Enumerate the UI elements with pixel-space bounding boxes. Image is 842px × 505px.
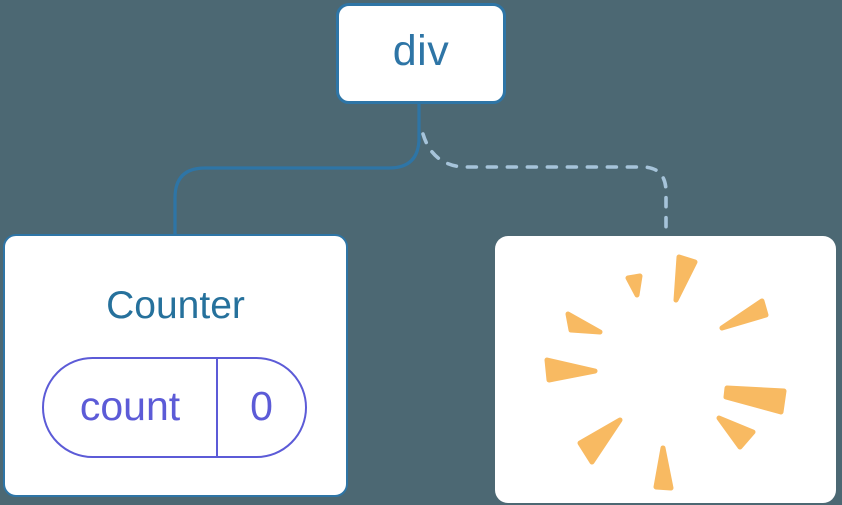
state-value: 0 bbox=[250, 383, 273, 429]
poof-spark bbox=[653, 445, 674, 491]
tree-node-removed bbox=[495, 236, 836, 503]
poof-spark bbox=[723, 385, 787, 415]
state-pill: count 0 bbox=[42, 357, 307, 458]
poof-burst-icon bbox=[544, 254, 787, 491]
poof-spark bbox=[544, 357, 598, 383]
tree-node-counter: Counter count 0 bbox=[3, 234, 348, 497]
div-node-label: div bbox=[392, 27, 450, 75]
poof-spark bbox=[716, 415, 756, 450]
poof-spark bbox=[625, 273, 643, 298]
poof-spark bbox=[719, 298, 769, 331]
edge-dashed-to-removed-node bbox=[421, 132, 668, 238]
tree-node-div: div bbox=[336, 3, 506, 104]
counter-node-label: Counter bbox=[106, 284, 245, 327]
edge-solid-to-counter-node bbox=[173, 104, 421, 234]
poof-spark bbox=[673, 254, 698, 303]
state-key-label: count bbox=[44, 359, 218, 456]
poof-spark bbox=[577, 417, 623, 465]
poof-spark bbox=[565, 311, 603, 335]
